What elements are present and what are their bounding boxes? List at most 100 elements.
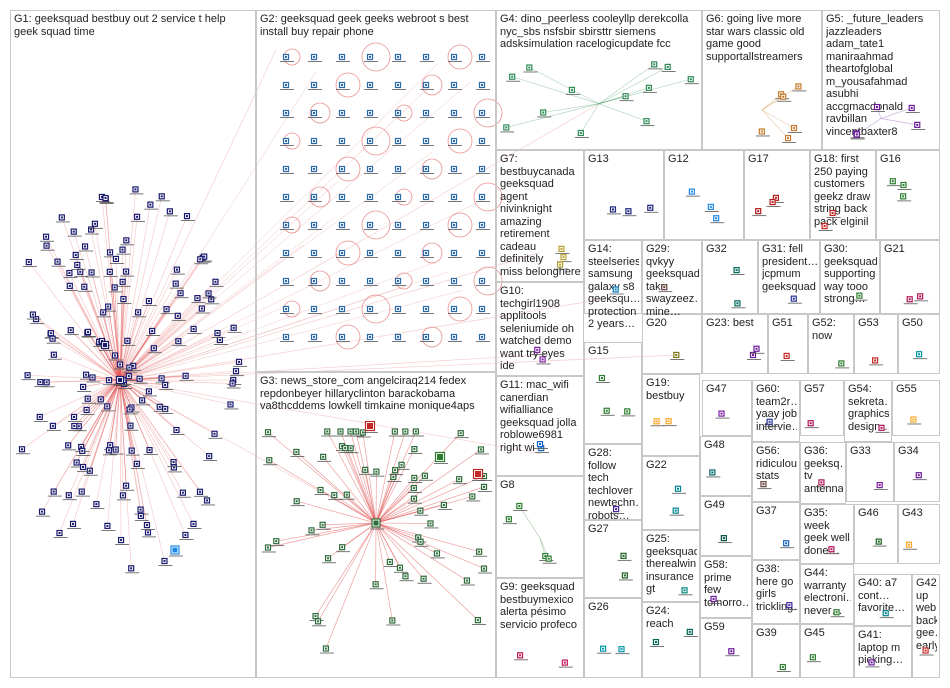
node-g2-27 [364,139,378,146]
node-g42-0 [920,648,934,655]
node-g2-60 [392,251,406,258]
node-g24-0 [684,629,698,636]
node-g1-26 [56,215,70,222]
node-g3-41 [438,502,452,509]
node-g2-68 [392,279,406,286]
node-g52-0 [835,361,849,368]
node-g29-0 [658,285,672,292]
node-g2-43 [364,195,378,202]
node-g1-117 [179,532,193,539]
node-g3-21 [328,493,342,500]
node-g2-55 [476,223,490,230]
node-g2-41 [308,195,322,202]
node-g2-57 [308,251,322,258]
node-g14-0 [610,287,624,294]
node-g6-1 [788,126,802,133]
node-g1-46 [34,414,48,421]
node-g2-23 [476,111,490,118]
node-g3-hub [370,519,384,529]
node-g1-3 [67,521,81,528]
node-g7-2 [554,262,568,269]
node-g3-56 [317,454,331,461]
node-g36-0 [815,480,829,487]
node-g1-5 [79,244,93,251]
node-g1-89 [77,384,91,391]
node-g1-66 [209,431,223,438]
node-g2-78 [448,307,462,314]
node-g35-0 [825,547,839,554]
node-g2-72 [280,307,294,314]
node-g49-0 [718,536,732,543]
node-g24-1 [650,640,664,647]
node-g8-1 [513,503,527,510]
node-g3-9 [336,545,350,552]
node-g2-71 [476,279,490,286]
node-g1-128 [131,214,145,221]
node-g3-31 [453,477,467,484]
node-g1-42 [170,427,184,434]
node-g4-4 [662,64,676,71]
node-g2-13 [420,83,434,90]
node-g1-112 [180,373,194,380]
node-g2-26 [336,139,350,146]
node-g1-76 [161,307,175,314]
node-g1-135 [70,252,84,259]
node-g1-50 [117,297,131,304]
node-g3-3 [315,487,329,494]
node-g2-0 [280,55,294,62]
node-g2-12 [392,83,406,90]
node-g3-23 [386,618,400,625]
node-g1-144 [126,448,140,455]
node-g43-0 [903,542,917,549]
node-g1-123 [134,376,148,383]
node-g37-0 [780,541,794,548]
node-g50-0 [913,352,927,359]
node-g4-11 [640,119,654,126]
node-g1-126 [95,397,109,404]
node-g1-77 [120,483,134,490]
node-g1-129 [16,447,30,454]
node-g2-34 [336,167,350,174]
node-g1-17 [144,448,158,455]
node-g2-39 [476,167,490,174]
node-g2-69 [420,279,434,286]
node-g2-70 [448,279,462,286]
node-g4-0 [566,87,580,94]
node-g2-20 [392,111,406,118]
node-g8-0 [503,517,517,524]
node-g3-10 [321,429,335,436]
node-g2-73 [308,307,322,314]
node-g1-4 [116,247,130,254]
node-g15-1 [601,408,615,415]
node-g1-54 [110,256,124,263]
node-g5-4 [911,122,925,129]
node-g9-1 [514,653,528,660]
node-g1-40 [144,202,158,209]
node-g45-0 [807,655,821,662]
node-g2-82 [336,335,350,342]
node-g39-0 [777,665,791,672]
node-g2-31 [476,139,490,146]
node-g2-53 [420,223,434,230]
node-g1-147 [52,259,66,266]
node-g2-28 [392,139,406,146]
node-g1-138 [47,423,61,430]
node-g2-6 [448,55,462,62]
node-g1-69 [201,498,215,505]
node-g1-8 [109,353,123,360]
node-g3-33 [455,431,469,438]
node-g2-22 [448,111,462,118]
node-g2-86 [448,335,462,342]
node-g3-36 [359,467,373,474]
node-g3-15 [410,429,424,436]
node-g1-114 [62,443,76,450]
node-g2-74 [336,307,350,314]
node-g1-84 [41,243,55,250]
node-g2-76 [392,307,406,314]
node-g3-58 [317,522,331,529]
node-g17-1 [752,209,766,216]
node-g2-4 [392,55,406,62]
node-g1-81 [104,269,118,276]
node-g1-35 [22,373,36,380]
node-g1-23 [81,407,95,414]
